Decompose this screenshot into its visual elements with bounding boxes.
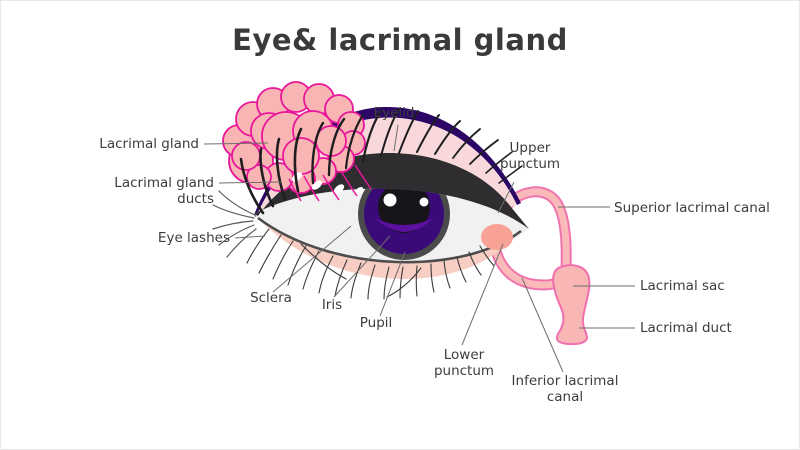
lacrimal-sac-shape	[552, 264, 591, 346]
leader-lacrimal-gland	[203, 142, 269, 145]
label-inferior-lacrimal-canal: Inferior lacrimal canal	[511, 373, 619, 406]
diagram-title: Eye& lacrimal gland	[232, 23, 568, 57]
label-lower-punctum: Lower punctum	[433, 347, 495, 380]
caruncle-shape	[481, 224, 513, 250]
lower-lid-shape	[256, 216, 525, 279]
label-lacrimal-sac: Lacrimal sac	[640, 278, 725, 294]
iris-crescent	[375, 218, 434, 232]
leader-eyelid	[393, 124, 399, 152]
label-upper-punctum: Upper punctum	[499, 140, 561, 173]
leader-upper-punctum	[497, 181, 515, 214]
leader-pupil	[379, 251, 406, 317]
label-sclera: Sclera	[250, 290, 292, 306]
leader-iris	[333, 235, 391, 298]
pupil-highlight-large	[383, 193, 397, 207]
pupil-highlight-small	[419, 197, 429, 207]
leader-inferior-lacrimal-canal	[521, 277, 564, 373]
leader-lines	[203, 124, 635, 373]
upper-lashes	[239, 108, 523, 215]
label-lacrimal-gland-ducts: Lacrimal gland ducts	[114, 175, 214, 208]
leader-lower-punctum	[461, 243, 504, 346]
corner-lashes	[212, 190, 257, 258]
leader-lacrimal-gland-ducts	[218, 181, 283, 184]
label-eyelid: Eyelid	[373, 105, 415, 121]
label-lacrimal-gland: Lacrimal gland	[99, 136, 199, 152]
lacrimal-gland-ducts-shape	[288, 164, 372, 202]
label-lacrimal-duct: Lacrimal duct	[640, 320, 732, 336]
label-superior-lacrimal-canal: Superior lacrimal canal	[614, 200, 770, 216]
label-eye-lashes: Eye lashes	[157, 230, 230, 246]
label-iris: Iris	[321, 297, 343, 313]
leader-sclera	[272, 225, 352, 293]
label-pupil: Pupil	[359, 315, 393, 331]
leader-eye-lashes	[234, 235, 266, 239]
lower-lashes	[246, 228, 495, 300]
